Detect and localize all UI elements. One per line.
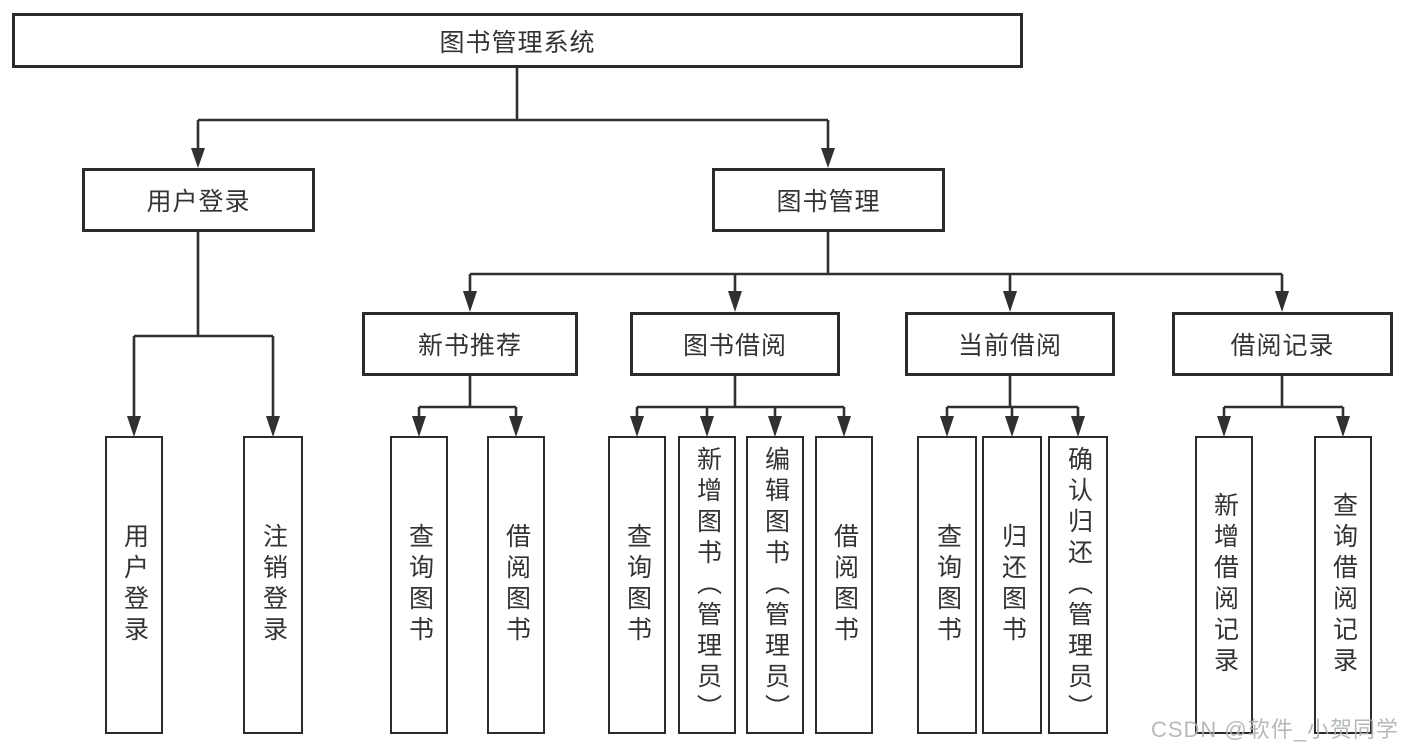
node-new-book-recommend: 新书推荐	[362, 312, 578, 376]
leaf-current-return-books: 归还图书	[982, 436, 1042, 734]
connector-book-management-to-level3	[463, 232, 1289, 312]
node-current-borrow-label: 当前借阅	[957, 332, 1062, 360]
leaf-borrow-add-books-admin: 新增图书（管理员）	[678, 436, 736, 734]
leaf-borrow-borrow-books-label: 借阅图书	[830, 523, 859, 647]
leaf-logout-label: 注销登录	[259, 523, 288, 647]
leaf-user-login-label: 用户登录	[120, 523, 149, 647]
node-new-book-recommend-label: 新书推荐	[417, 332, 522, 360]
connector-book-borrow-to-leaves	[630, 376, 851, 437]
node-book-borrow-label: 图书借阅	[682, 332, 787, 360]
leaf-records-add-record-label: 新增借阅记录	[1210, 492, 1239, 678]
node-user-login-label: 用户登录	[146, 188, 251, 216]
connector-new-book-to-leaves	[412, 376, 523, 437]
node-borrow-records-label: 借阅记录	[1230, 332, 1335, 360]
leaf-borrow-borrow-books: 借阅图书	[815, 436, 873, 734]
csdn-watermark: CSDN @软件_小贺同学	[1151, 712, 1399, 744]
leaf-current-query-books: 查询图书	[917, 436, 977, 734]
node-user-login: 用户登录	[82, 168, 315, 232]
node-root: 图书管理系统	[12, 13, 1023, 68]
leaf-logout: 注销登录	[243, 436, 303, 734]
leaf-newbook-borrow-books-label: 借阅图书	[502, 523, 531, 647]
node-book-management-label: 图书管理	[776, 188, 881, 216]
connector-borrow-records-to-leaves	[1217, 376, 1350, 437]
node-book-borrow: 图书借阅	[630, 312, 840, 376]
csdn-watermark-text: CSDN @软件_小贺同学	[1150, 717, 1399, 742]
leaf-borrow-edit-books-admin: 编辑图书（管理员）	[746, 436, 804, 734]
node-book-management: 图书管理	[712, 168, 945, 232]
leaf-newbook-query-books: 查询图书	[390, 436, 448, 734]
node-borrow-records: 借阅记录	[1172, 312, 1393, 376]
leaf-records-query-record-label: 查询借阅记录	[1329, 492, 1358, 678]
leaf-records-query-record: 查询借阅记录	[1314, 436, 1372, 734]
leaf-borrow-query-books-label: 查询图书	[623, 523, 652, 647]
leaf-current-query-books-label: 查询图书	[933, 523, 962, 647]
leaf-user-login: 用户登录	[105, 436, 163, 734]
node-current-borrow: 当前借阅	[905, 312, 1115, 376]
connector-current-borrow-to-leaves	[940, 376, 1085, 437]
leaf-newbook-borrow-books: 借阅图书	[487, 436, 545, 734]
leaf-borrow-edit-books-admin-label: 编辑图书（管理员）	[761, 445, 790, 725]
leaf-current-confirm-return-admin: 确认归还（管理员）	[1048, 436, 1108, 734]
leaf-borrow-query-books: 查询图书	[608, 436, 666, 734]
leaf-borrow-add-books-admin-label: 新增图书（管理员）	[693, 445, 722, 725]
leaf-current-return-books-label: 归还图书	[998, 523, 1027, 647]
leaf-newbook-query-books-label: 查询图书	[405, 523, 434, 647]
node-root-label: 图书管理系统	[439, 28, 596, 57]
connector-root-to-level2	[191, 68, 835, 168]
connector-user-login-to-leaves	[127, 232, 280, 437]
leaf-records-add-record: 新增借阅记录	[1195, 436, 1253, 734]
leaf-current-confirm-return-admin-label: 确认归还（管理员）	[1064, 445, 1093, 725]
